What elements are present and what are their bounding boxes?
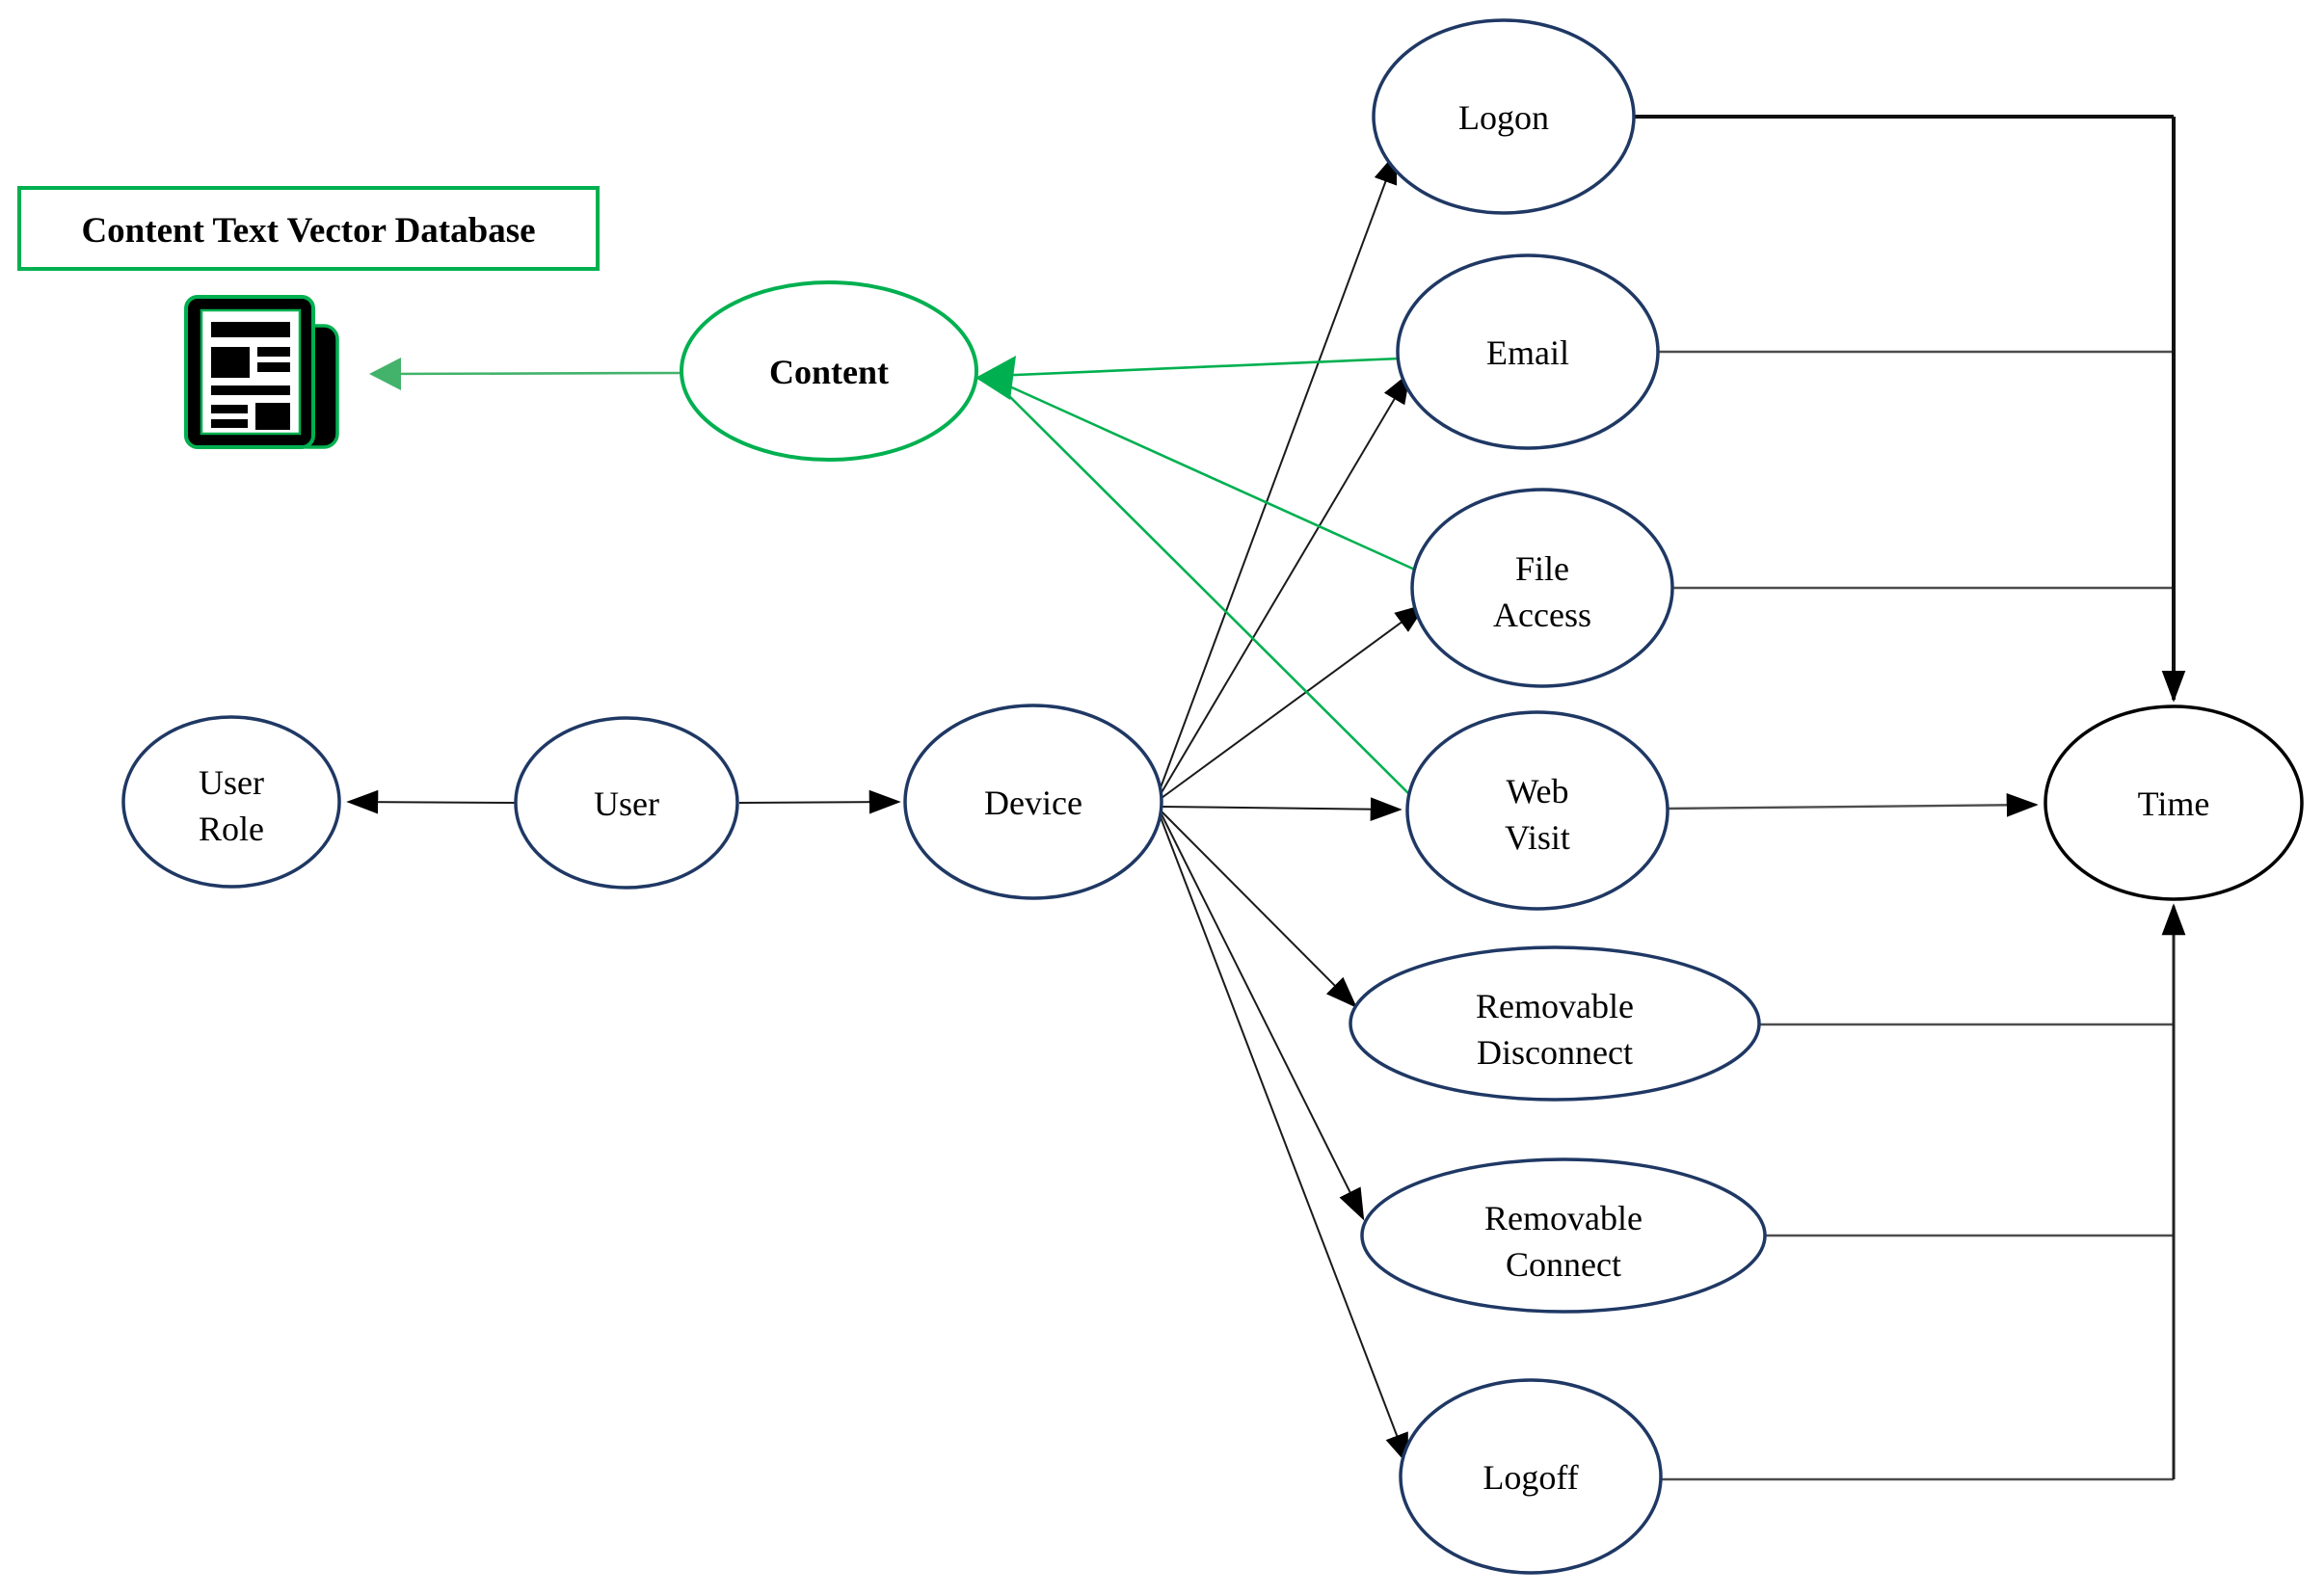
- node-content: Content: [680, 280, 978, 462]
- node-email-ellipse: [1396, 253, 1660, 450]
- edge-file-access-to-content: [994, 378, 1418, 572]
- node-user-role: User Role: [121, 715, 341, 889]
- newspaper-arrowhead: [369, 358, 401, 390]
- node-time-ellipse: [2044, 704, 2304, 901]
- node-email: Email: [1396, 253, 1660, 450]
- node-user: User: [514, 716, 739, 890]
- edge-device-to-logon: [1159, 151, 1398, 791]
- newspaper-icon: [184, 295, 339, 449]
- node-time: Time: [2044, 704, 2304, 901]
- edge-device-to-removable-disconnect: [1161, 811, 1357, 1008]
- title-box-border: [17, 186, 600, 271]
- node-web-visit-label-line1: Web: [1506, 772, 1568, 811]
- node-web-visit-label-line2: Visit: [1505, 818, 1570, 857]
- edge-device-to-email: [1160, 371, 1411, 795]
- node-logon: Logon: [1372, 18, 1636, 215]
- node-removable-connect-ellipse: [1360, 1157, 1767, 1314]
- node-logoff-ellipse: [1399, 1378, 1663, 1575]
- node-device: Device: [903, 704, 1163, 900]
- edge-email-to-content: [992, 357, 1401, 378]
- node-removable-disconnect-label-line1: Removable: [1476, 987, 1634, 1025]
- node-removable-disconnect-label-line2: Disconnect: [1477, 1033, 1633, 1072]
- content-arrowhead: [975, 356, 1016, 400]
- node-removable-connect-label-line2: Connect: [1506, 1245, 1621, 1284]
- edge-device-to-web-visit: [1161, 797, 1402, 822]
- node-user-role-label-line2: Role: [199, 810, 264, 848]
- edge-device-to-file-access: [1161, 603, 1428, 799]
- node-user-label: User: [594, 784, 659, 823]
- node-device-label: Device: [984, 784, 1082, 822]
- edge-user-to-device: [738, 789, 901, 814]
- node-content-label: Content: [769, 353, 889, 391]
- node-file-access-label-line2: Access: [1493, 596, 1591, 634]
- title-box-label: Content Text Vector Database: [81, 211, 535, 251]
- node-logoff: Logoff: [1399, 1378, 1663, 1575]
- edge-device-to-logoff: [1160, 816, 1408, 1466]
- node-logoff-label: Logoff: [1483, 1458, 1578, 1497]
- node-device-ellipse: [903, 704, 1163, 900]
- edge-web-visit-to-time: [1665, 792, 2039, 817]
- node-removable-connect: Removable Connect: [1360, 1157, 1767, 1314]
- edge-device-to-removable-connect: [1161, 813, 1365, 1221]
- node-removable-disconnect: Removable Disconnect: [1349, 945, 1761, 1102]
- node-web-visit-ellipse: [1405, 710, 1670, 911]
- node-email-label: Email: [1486, 333, 1569, 372]
- node-file-access-ellipse: [1410, 488, 1674, 688]
- node-logon-ellipse: [1372, 18, 1636, 215]
- edge-web-visit-to-content: [996, 383, 1412, 797]
- node-user-role-label-line1: User: [199, 763, 264, 802]
- node-file-access-label-line1: File: [1515, 549, 1569, 588]
- node-time-label: Time: [2138, 784, 2210, 823]
- edge-user-to-user-role: [346, 789, 520, 814]
- node-removable-disconnect-ellipse: [1349, 945, 1761, 1102]
- node-logon-label: Logon: [1458, 98, 1549, 137]
- node-removable-connect-label-line1: Removable: [1484, 1199, 1643, 1237]
- node-content-ellipse: [680, 280, 978, 462]
- node-user-role-ellipse: [121, 715, 341, 889]
- node-web-visit: Web Visit: [1405, 710, 1670, 911]
- node-user-ellipse: [514, 716, 739, 890]
- edge-content-to-newspaper: [380, 371, 682, 376]
- node-file-access: File Access: [1410, 488, 1674, 688]
- title-box: Content Text Vector Database: [17, 186, 600, 271]
